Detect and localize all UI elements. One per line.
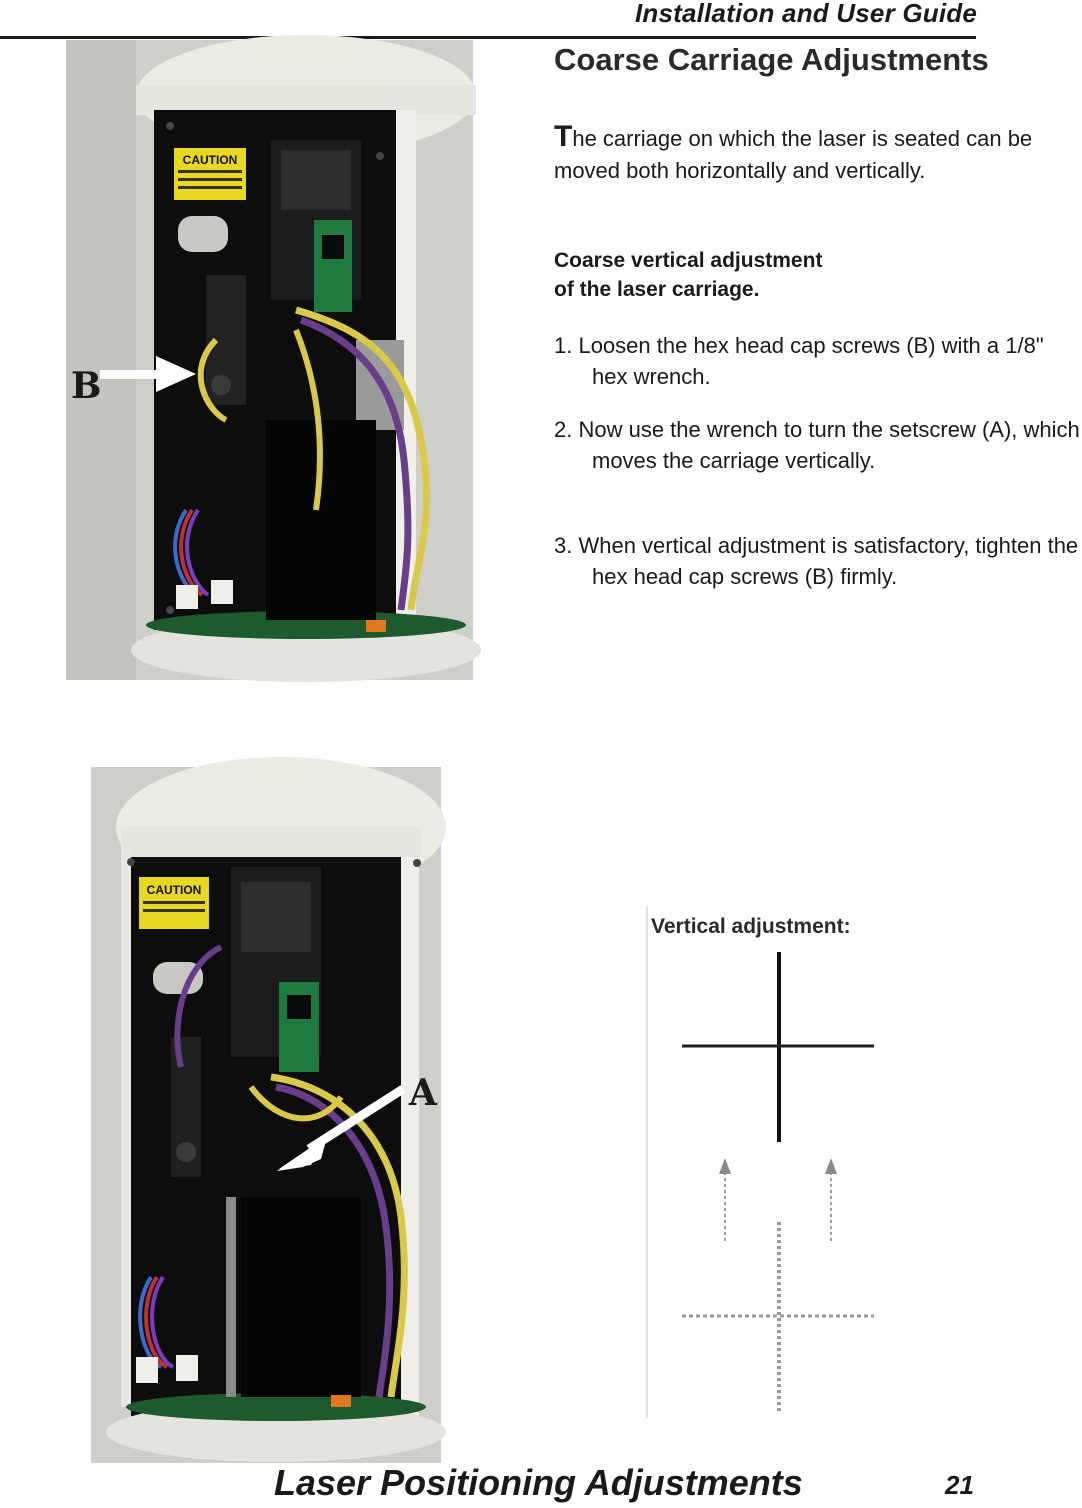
page-number: 21 xyxy=(945,1470,974,1500)
footer-title: Laser Positioning Adjustments xyxy=(274,1462,803,1503)
sub-heading-line-2: of the laser carriage. xyxy=(554,278,760,301)
up-arrow-left-icon xyxy=(719,1158,731,1174)
header-rule xyxy=(0,36,976,39)
callout-label-b: B xyxy=(71,365,101,407)
intro-text: he carriage on which the laser is seated… xyxy=(554,126,1033,183)
sub-heading-line-1: Coarse vertical adjustment xyxy=(554,249,823,272)
header-title: Installation and User Guide xyxy=(634,0,977,28)
sub-heading: Coarse vertical adjustment of the laser … xyxy=(554,246,1014,304)
step-1: 1. Loosen the hex head cap screws (B) wi… xyxy=(554,333,1044,389)
up-arrow-right-icon xyxy=(825,1158,837,1174)
section-title: Coarse Carriage Adjustments xyxy=(554,42,989,77)
diagram-title: Vertical adjustment: xyxy=(651,915,851,938)
caution-label-top: CAUTION xyxy=(183,153,238,167)
photo-setscrew-bottom: CAUTION A xyxy=(91,757,446,1463)
step-2: 2. Now use the wrench to turn the setscr… xyxy=(554,417,1080,473)
intro-dropcap: T xyxy=(554,120,573,153)
vertical-adjustment-diagram: Vertical adjustment: xyxy=(646,906,916,1418)
step-3: 3. When vertical adjustment is satisfact… xyxy=(554,533,1079,589)
intro-paragraph: The carriage on which the laser is seate… xyxy=(554,121,1034,187)
callout-label-a: A xyxy=(408,1072,438,1114)
caution-label-bottom: CAUTION xyxy=(147,883,202,897)
photo-coarse-adjustment-top: CAUTION B xyxy=(66,35,481,682)
